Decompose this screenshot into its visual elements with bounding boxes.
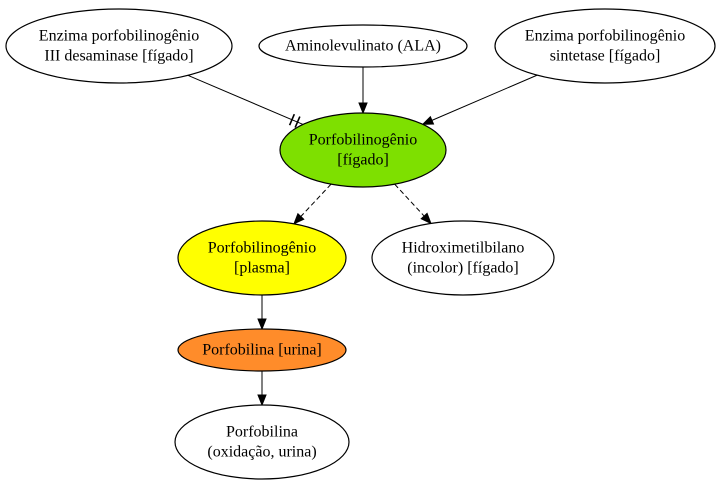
edge-desaminase-to-pbg-figado: [187, 74, 304, 128]
node-label-line: [fígado]: [337, 152, 389, 169]
node-label-line: Hidroximetilbilano: [402, 240, 525, 257]
arrow-head: [421, 115, 435, 125]
node-hidroximetilbilano: Hidroximetilbilano (incolor) [fígado]: [371, 220, 555, 296]
node-sintetase: Enzima porfobilinogênio sintetase [fígado…: [494, 8, 716, 84]
node-label-line: Enzima porfobilinogênio: [525, 28, 685, 45]
node-porfobilina-urina: Porfobilina [urina]: [177, 328, 347, 372]
edge-porfobilina-urina-to-porfobilina-oxidacao: [257, 371, 267, 407]
node-label-line: Porfobilina: [226, 424, 298, 441]
node-label-line: [plasma]: [234, 260, 290, 277]
node-ala: Aminolevulinato (ALA): [258, 24, 468, 68]
edge-line: [300, 183, 332, 217]
arrow-head: [358, 102, 368, 115]
node-label-line: (oxidação, urina): [207, 444, 316, 461]
edge-ala-to-pbg-figado: [358, 67, 368, 115]
node-ellipse: [371, 220, 555, 296]
node-ellipse: [5, 8, 233, 84]
node-label-line: Porfobilina [urina]: [202, 342, 322, 359]
node-label-line: Enzima porfobilinogênio: [39, 28, 199, 45]
node-label-line: Aminolevulinato (ALA): [285, 38, 441, 55]
node-ellipse: [279, 112, 447, 188]
edge-line: [187, 74, 304, 125]
inhibition-tick: [294, 116, 301, 128]
edge-line: [431, 74, 538, 121]
node-label-line: Porfobilinogênio: [309, 132, 417, 149]
edge-pbg-figado-to-pbg-plasma: [293, 183, 332, 225]
node-porfobilina-oxidacao: Porfobilina (oxidação, urina): [174, 404, 350, 480]
node-pbg-plasma: Porfobilinogênio [plasma]: [177, 220, 347, 296]
arrow-head: [293, 212, 305, 225]
node-label-line: sintetase [fígado]: [550, 48, 661, 65]
edge-sintetase-to-pbg-figado: [421, 74, 538, 125]
edges-layer: [187, 67, 538, 407]
node-ellipse: [177, 220, 347, 296]
arrow-head: [420, 212, 432, 225]
node-pbg-figado: Porfobilinogênio [fígado]: [279, 112, 447, 188]
node-ellipse: [177, 328, 347, 372]
arrow-head: [257, 394, 267, 407]
inhibition-tick: [288, 113, 296, 126]
node-ellipse: [174, 404, 350, 480]
node-label-line: Porfobilinogênio: [208, 240, 316, 257]
node-ellipse: [258, 24, 468, 68]
edge-pbg-plasma-to-porfobilina-urina: [257, 295, 267, 331]
node-label-line: (incolor) [fígado]: [407, 260, 519, 277]
edge-line: [394, 183, 425, 217]
edge-pbg-figado-to-hidroximetilbilano: [394, 183, 432, 225]
node-label-line: III desaminase [fígado]: [44, 48, 193, 65]
arrow-head: [257, 318, 267, 331]
node-ellipse: [494, 8, 716, 84]
